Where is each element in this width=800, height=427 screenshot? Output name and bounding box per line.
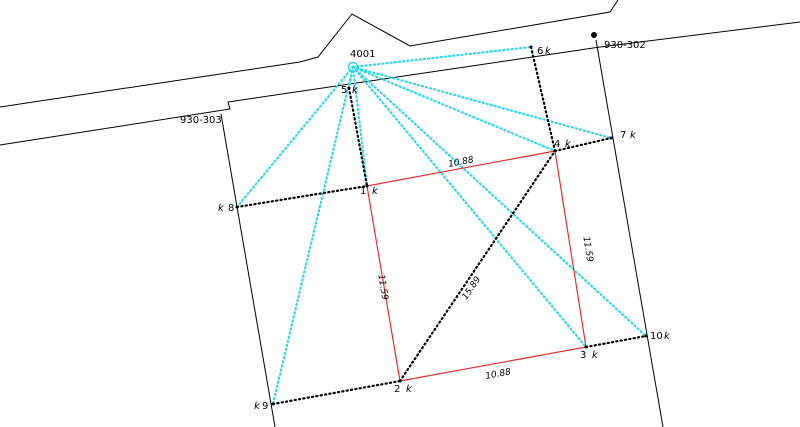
point-9-code: k: [254, 401, 261, 412]
point-marker-3: [584, 345, 588, 349]
boundary-monument-icon: [591, 32, 597, 38]
dim-bottom: 10.88: [485, 367, 512, 382]
point-7-num: 7: [620, 130, 626, 141]
ray-to-p10: [351, 65, 648, 338]
tie-p4-p7: [553, 136, 613, 153]
point-marker-8: [235, 205, 239, 209]
tie-p9-p2: [271, 379, 402, 406]
point-10-num: 10: [650, 331, 663, 342]
point-7-code: k: [630, 130, 637, 141]
point-4-code: k: [565, 139, 572, 150]
ray-to-p8: [235, 65, 355, 209]
parcel-label-right: 930-302: [604, 40, 646, 51]
point-1-code: k: [372, 186, 379, 197]
point-5-code: k: [352, 85, 359, 96]
ray-to-p9: [271, 65, 355, 406]
point-marker-5: [347, 86, 351, 90]
parcel-boundary-right: [595, 39, 664, 427]
point-6-num: 6: [537, 46, 543, 57]
dim-top: 10.88: [447, 155, 474, 170]
dim-left: 11.59: [375, 274, 389, 301]
point-marker-2: [398, 379, 402, 383]
dim-right: 11.59: [580, 236, 594, 263]
station-marker-icon: [347, 61, 359, 73]
station-rays: [235, 45, 648, 406]
ray-to-p7: [351, 65, 613, 140]
parcel-label-left: 930-303: [180, 115, 222, 126]
tie-p8-p1: [235, 184, 369, 209]
point-marker-6: [529, 45, 533, 49]
point-2-num: 2: [394, 384, 400, 395]
tie-p5-p1: [347, 86, 369, 188]
ray-to-p6: [351, 45, 533, 69]
point-marker-9: [271, 402, 275, 406]
road-edge-north: [0, 0, 619, 108]
point-marker-7: [609, 136, 613, 140]
point-1-num: 1: [360, 186, 366, 197]
point-marker-1: [365, 184, 369, 188]
point-marker-4: [553, 149, 557, 153]
point-8-num: 8: [228, 203, 234, 214]
point-marker-10: [644, 334, 648, 338]
point-6-code: k: [545, 46, 552, 57]
parcel-boundary-left: [220, 113, 276, 427]
point-9-num: 9: [262, 401, 268, 412]
ray-to-p3: [351, 65, 588, 349]
tie-p6-p4: [529, 45, 557, 153]
point-2-code: k: [406, 384, 413, 395]
road-edge-south: [0, 21, 800, 146]
point-5-num: 5: [341, 85, 347, 96]
point-labels: 1 k 2 k 3 k 4 k 5 k 6 k 7 k k 8 k 9 10 k: [218, 46, 671, 412]
point-8-code: k: [218, 203, 225, 214]
tie-diagonal-p2-p4: [398, 149, 557, 383]
tie-p3-p10: [584, 334, 648, 349]
point-3-num: 3: [580, 350, 586, 361]
point-10-code: k: [664, 331, 671, 342]
tie-lines: [235, 45, 648, 406]
ray-to-p4: [351, 65, 557, 153]
point-3-code: k: [592, 350, 599, 361]
station-label: 4001: [350, 49, 375, 60]
dim-diagonal: 15.89: [461, 275, 484, 302]
ray-to-p1: [351, 65, 369, 188]
point-markers: [235, 32, 648, 406]
point-4-num: 4: [554, 139, 560, 150]
